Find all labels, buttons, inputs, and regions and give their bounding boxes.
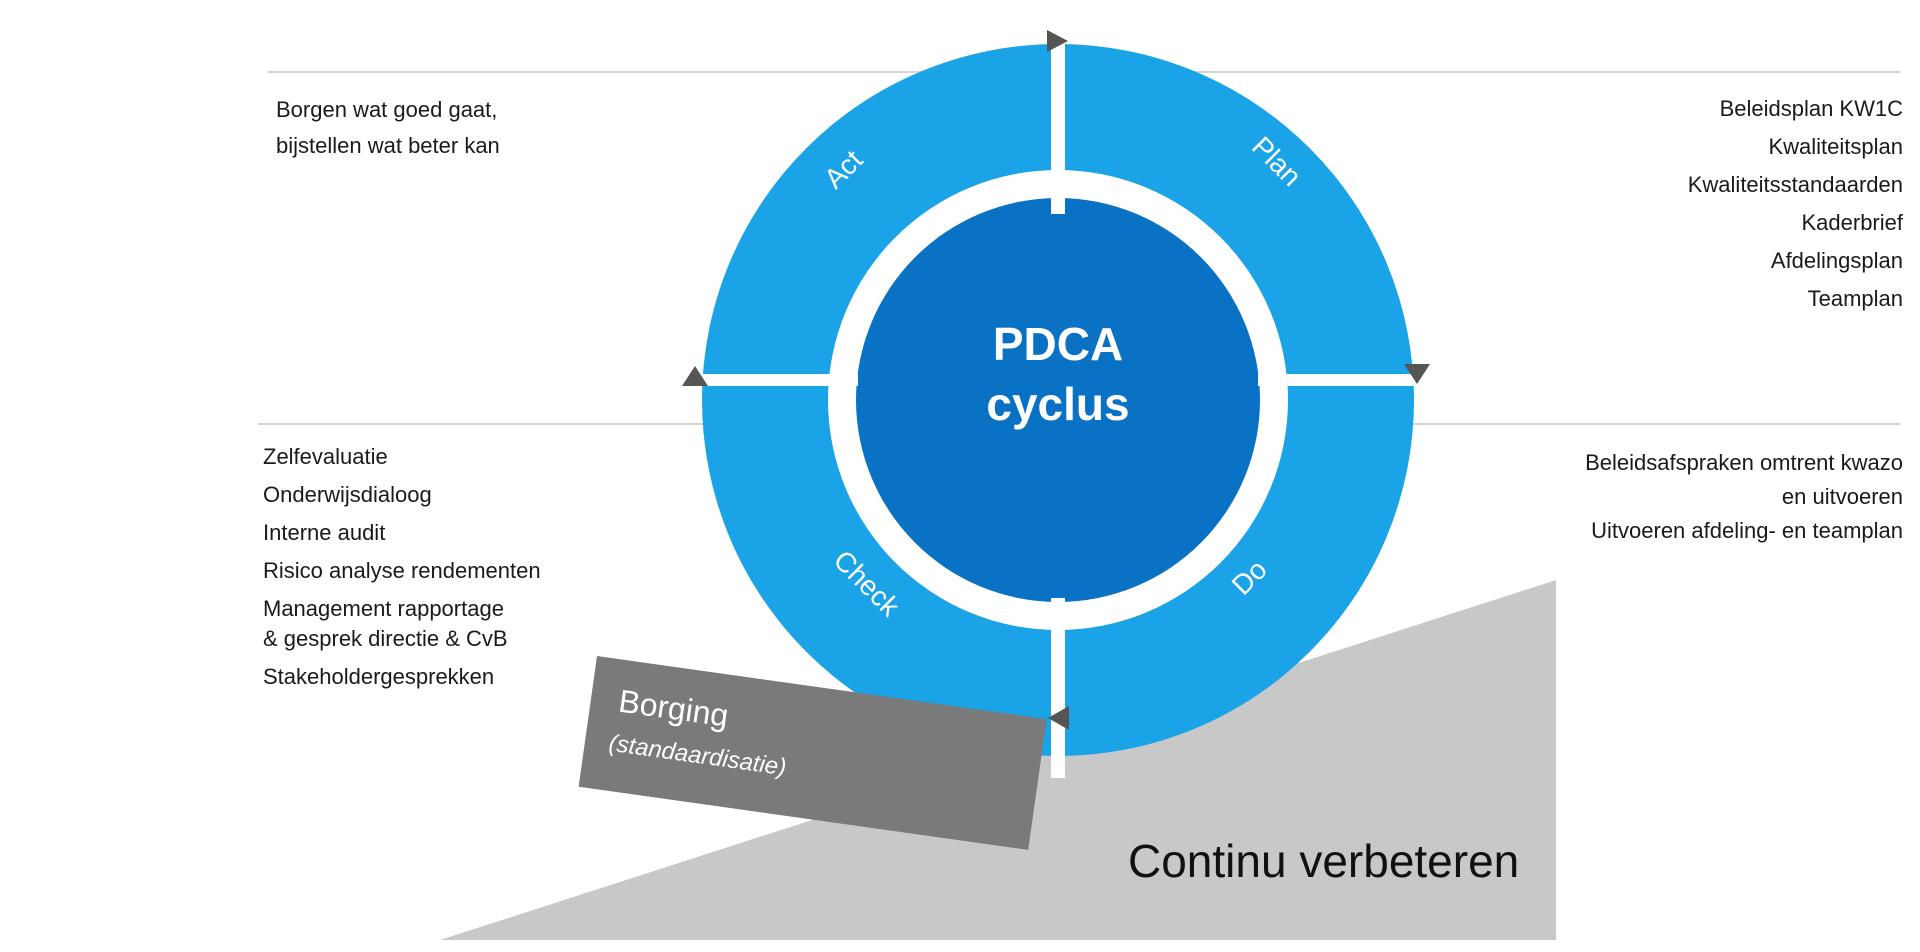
check-item: Risico analyse rendementen [263, 558, 541, 583]
do-item: en uitvoeren [1781, 484, 1903, 509]
act-text-line: Borgen wat goed gaat, [276, 97, 498, 122]
plan-items-block: Beleidsplan KW1C Kwaliteitsplan Kwalitei… [1688, 90, 1903, 318]
borging-block: Borging (standaardisatie) [578, 656, 1047, 850]
plan-item: Kwaliteitsstandaarden [1687, 172, 1903, 197]
check-item: Stakeholdergesprekken [263, 664, 495, 689]
check-items-block: Zelfevaluatie Onderwijsdialoog Interne a… [263, 438, 541, 696]
center-line-2: cyclus [986, 378, 1129, 430]
act-text-block: Borgen wat goed gaat, bijstellen wat bet… [276, 92, 500, 164]
check-item: Management rapportage [263, 596, 504, 621]
divider-vertical-bottom [1051, 598, 1065, 778]
arrow-left [682, 366, 708, 386]
plan-item: Kaderbrief [1801, 210, 1903, 235]
plan-item: Afdelingsplan [1770, 248, 1903, 273]
do-item: Beleidsafspraken omtrent kwazo [1585, 450, 1903, 475]
arrow-top [1047, 30, 1068, 52]
arrow-bottom [1048, 706, 1069, 730]
divider-horizontal-left [690, 374, 858, 386]
arrow-right [1404, 364, 1430, 384]
do-item: Uitvoeren afdeling- en teamplan [1591, 518, 1903, 543]
do-items-block: Beleidsafspraken omtrent kwazo en uitvoe… [1585, 446, 1903, 548]
check-item: Interne audit [263, 520, 386, 545]
check-item: Onderwijsdialoog [263, 482, 432, 507]
divider-vertical-top [1051, 30, 1065, 214]
continuous-improvement-label: Continu verbeteren [1128, 835, 1520, 887]
center-circle [856, 198, 1260, 602]
act-text-line: bijstellen wat beter kan [276, 133, 500, 158]
divider-horizontal-right [1258, 374, 1428, 386]
check-item: Zelfevaluatie [263, 444, 388, 469]
center-line-1: PDCA [993, 318, 1123, 370]
plan-item: Kwaliteitsplan [1768, 134, 1903, 159]
plan-item: Teamplan [1807, 286, 1903, 311]
plan-item: Beleidsplan KW1C [1719, 96, 1903, 121]
check-item: & gesprek directie & CvB [263, 626, 508, 651]
